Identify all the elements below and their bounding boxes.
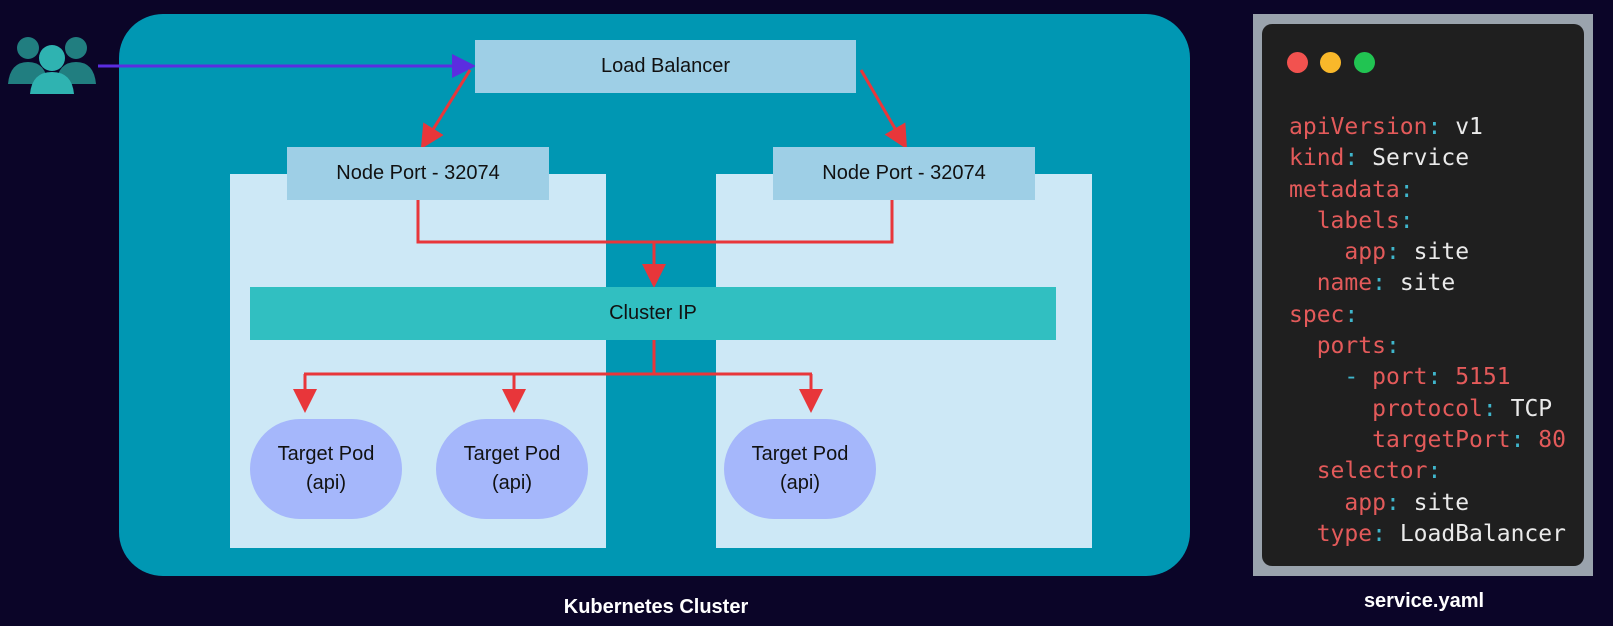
yaml-value: TCP <box>1510 395 1553 422</box>
yaml-key: selector <box>1316 458 1428 485</box>
code-line: ports: <box>1316 333 1400 360</box>
yaml-key: metadata <box>1289 176 1400 203</box>
pod-name: Target Pod <box>277 443 375 465</box>
pod-name: Target Pod <box>463 443 561 465</box>
yaml-key: kind <box>1289 145 1345 172</box>
code-line: protocol: TCP <box>1372 395 1553 422</box>
yaml-value: 80 <box>1538 426 1566 453</box>
yaml-value: Service <box>1372 145 1470 172</box>
yaml-key: port <box>1372 364 1428 391</box>
window-maximize-dot <box>1354 52 1375 73</box>
yaml-key: targetPort <box>1372 426 1511 453</box>
pod-label: (api) <box>779 472 820 494</box>
window-minimize-dot <box>1320 52 1341 73</box>
yaml-value: v1 <box>1455 114 1483 140</box>
cluster-ip: Cluster IP <box>250 287 1056 340</box>
yaml-key: name <box>1316 270 1373 297</box>
code-line: spec: <box>1289 301 1359 328</box>
lb-to-nodeport-right-arrow <box>859 69 908 150</box>
node-port-left: Node Port - 32074 <box>287 147 549 200</box>
yaml-key: protocol <box>1372 395 1483 422</box>
yaml-key: ports <box>1316 333 1386 360</box>
yaml-key: app <box>1344 239 1386 266</box>
code-window <box>1262 24 1584 566</box>
pod-name: Target Pod <box>751 443 849 465</box>
code-line: kind: Service <box>1289 145 1470 172</box>
yaml-value: LoadBalancer <box>1399 520 1566 547</box>
code-line: - port: 5151 <box>1344 364 1511 391</box>
cluster-caption: Kubernetes Cluster <box>563 596 749 618</box>
yaml-key: labels <box>1316 207 1400 234</box>
nodeports-to-clusterip-connector <box>416 200 894 244</box>
load-balancer: Load Balancer <box>475 40 856 93</box>
yaml-value: site <box>1413 239 1470 266</box>
lb-to-nodeport-left-arrow <box>420 69 472 150</box>
node-port-right: Node Port - 32074 <box>773 147 1035 200</box>
yaml-value: 5151 <box>1455 364 1511 391</box>
target-pod: Target Pod (api) <box>436 419 588 519</box>
yaml-value: site <box>1413 489 1470 516</box>
yaml-key: app <box>1344 489 1386 516</box>
code-line: app: site <box>1344 489 1470 516</box>
yaml-key: apiVersion <box>1289 114 1428 140</box>
code-line: type: LoadBalancer <box>1316 520 1566 547</box>
code-line: labels: <box>1316 207 1414 234</box>
users-icon <box>8 37 96 94</box>
pod-label: (api) <box>491 472 532 494</box>
window-close-dot <box>1287 52 1308 73</box>
code-line: apiVersion: v1 <box>1289 114 1483 140</box>
yaml-key: spec <box>1289 301 1345 328</box>
code-line: app: site <box>1344 239 1470 266</box>
yaml-filename-caption: service.yaml <box>1363 590 1485 612</box>
yaml-code: apiVersion: v1 kind: Service metadata: lab… <box>1289 112 1566 550</box>
code-line: name: site <box>1316 270 1456 297</box>
code-line: targetPort: 80 <box>1372 426 1566 453</box>
target-pod: Target Pod (api) <box>724 419 876 519</box>
code-line: selector: <box>1316 458 1442 485</box>
pod-label: (api) <box>305 472 346 494</box>
target-pod: Target Pod (api) <box>250 419 402 519</box>
code-line: metadata: <box>1289 176 1414 203</box>
yaml-value: site <box>1399 270 1456 297</box>
yaml-key: type <box>1316 520 1373 547</box>
